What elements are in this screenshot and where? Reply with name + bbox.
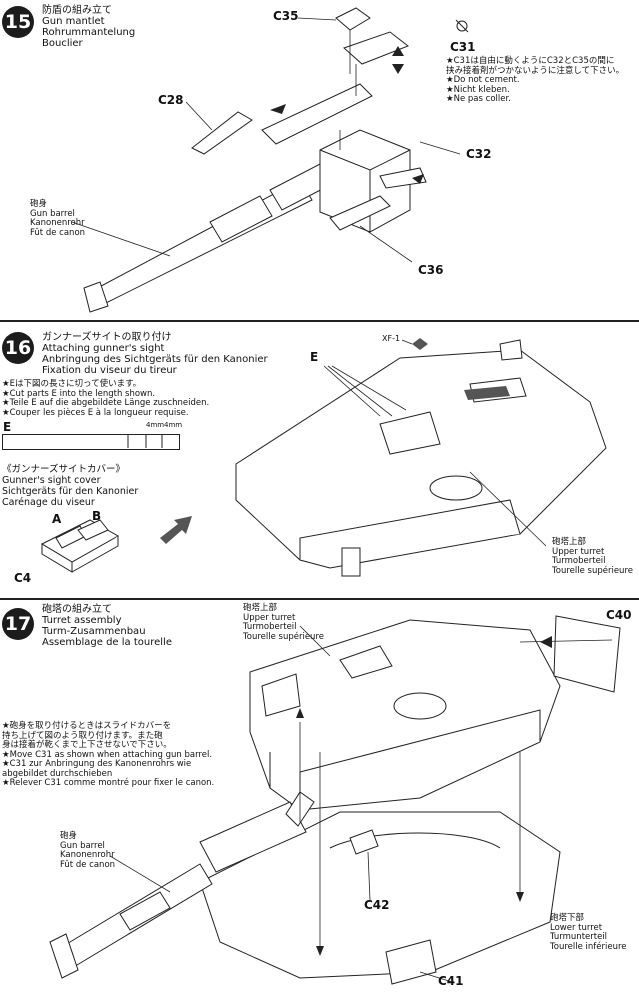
step-16-cover-title: 《ガンナーズサイトカバー》 Gunner's sight cover Sicht… [2,464,138,508]
step-15-number: 15 [2,6,34,38]
sight-part-e: E [310,350,319,364]
barrel-label-de: Kanonenrohr [30,218,85,228]
s17-upper-turret-en: Upper turret [243,612,296,623]
step-17-title-fr: Assemblage de la tourelle [42,637,172,648]
glue-note-jp-1: ★C31は自由に動くようにC32とC35の間に [446,56,615,66]
step-16-title: ガンナーズサイトの取り付け Attaching gunner's sight A… [42,332,268,376]
s17-note-fr: ★Relever C31 comme montré pour fixer le … [2,778,215,788]
part-label-c42: C42 [364,898,390,912]
s17-upper-turret-jp: 砲塔上部 [243,603,278,613]
lower-turret-fr: Tourelle inférieure [550,941,627,952]
cut-note-en: ★Cut parts E into the length shown. [2,388,156,399]
part-label-c32: C32 [466,147,492,161]
step-15-title: 防盾の組み立て Gun mantlet Rohrummantelung Bouc… [42,5,135,49]
step-16-title-jp: ガンナーズサイトの取り付け [42,332,172,343]
step-15-barrel-label: 砲身 Gun barrel Kanonenrohr Fût de canon [30,199,86,238]
step-16-illustration [40,338,607,577]
lower-turret-en: Lower turret [550,922,603,933]
glue-note-en: ★Do not cement. [446,75,520,85]
cover-title-jp: 《ガンナーズサイトカバー》 [2,464,126,475]
barrel-label-en: Gun barrel [30,208,75,219]
step-16: 16 ガンナーズサイトの取り付け Attaching gunner's sigh… [0,324,639,596]
step-16-upper-turret-label: 砲塔上部 Upper turret Turmoberteil Tourelle … [552,537,633,576]
s17-note-de-2: abgebildet durchschieben [2,768,113,779]
barrel-label-fr: Fût de canon [30,227,86,238]
lower-turret-jp: 砲塔下部 [550,913,585,923]
glue-note-jp-2: 挟み接着剤がつかないように注意して下さい。 [446,65,625,76]
s17-barrel-fr: Fût de canon [60,859,116,870]
step-15-title-en: Gun mantlet [42,16,105,27]
cover-part-c4: C4 [14,571,32,585]
upper-turret-en: Upper turret [552,546,605,557]
step-17-title-jp: 砲塔の組み立て [42,604,112,615]
step-16-title-en: Attaching gunner's sight [42,343,165,354]
s17-note-de-1: ★C31 zur Anbringung des Kanonenrohrs wie [2,759,192,769]
s17-note-jp-2: 持ち上げて図のよう取り付けます。また砲 [2,730,163,741]
cut-part-label-e: E [3,420,12,434]
s17-note-en: ★Move C31 as shown when attaching gun ba… [2,749,213,760]
divider-15-16 [0,320,639,322]
s17-note-jp-3: 身は接着が乾くまで上下させないで下さい。 [2,740,172,750]
part-label-c41: C41 [438,974,464,988]
s17-barrel-jp: 砲身 [60,831,78,841]
paint-xf1: XF-1 [382,334,401,343]
step-17-title-de: Turm-Zusammenbau [42,626,146,637]
upper-turret-fr: Tourelle supérieure [552,565,633,576]
upper-turret-de: Turmoberteil [552,556,606,566]
cover-title-fr: Carénage du viseur [2,497,95,508]
cut-length-1: 4mm [146,421,165,429]
cover-part-b: B [92,509,102,523]
step-16-number: 16 [2,332,34,364]
step-15-title-fr: Bouclier [42,38,83,49]
barrel-label-jp: 砲身 [30,199,48,209]
s17-upper-turret-fr: Tourelle supérieure [243,631,324,642]
divider-16-17 [0,598,639,600]
step-16-cut-notes: ★Eは下図の長さに切って使います。 ★Cut parts E into the … [2,379,210,418]
step-17-barrel-label: 砲身 Gun barrel Kanonenrohr Fût de canon [60,831,116,870]
step-15-title-jp: 防盾の組み立て [42,5,112,16]
cut-note-de: ★Teile E auf die abgebildete Länge zusch… [2,398,210,408]
step-17-title-en: Turret assembly [42,615,122,626]
step-17-upper-turret-label: 砲塔上部 Upper turret Turmoberteil Tourelle … [243,603,324,642]
cover-part-a: A [52,512,62,526]
lower-turret-de: Turmunterteil [550,932,608,942]
glue-note-de: ★Nicht kleben. [446,84,510,95]
upper-turret-jp: 砲塔上部 [552,537,587,547]
part-label-c40: C40 [606,608,632,622]
cut-note-fr: ★Couper les pièces E à la longueur requi… [2,407,189,418]
cut-note-jp: ★Eは下図の長さに切って使います。 [2,379,142,389]
cover-title-de: Sichtgeräts für den Kanonier [2,486,139,497]
part-label-c35: C35 [273,9,299,23]
step-17-lower-turret-label: 砲塔下部 Lower turret Turmunterteil Tourelle… [550,913,627,952]
step-17: 17 砲塔の組み立て Turret assembly Turm-Zusammen… [0,602,639,992]
cut-length-bar [2,434,180,450]
step-17-notes: ★砲身を取り付けるときはスライドカバーを 持ち上げて図のよう取り付けます。また砲… [2,721,215,789]
step-16-title-fr: Fixation du viseur du tireur [42,365,177,376]
step-15-title-de: Rohrummantelung [42,27,136,38]
s17-barrel-de: Kanonenrohr [60,850,115,860]
step-15: 15 防盾の組み立て Gun mantlet Rohrummantelung B… [0,0,639,318]
step-15-illustration [71,7,469,313]
step-17-illustration [49,615,621,985]
step-15-glue-note: ★C31は自由に動くようにC32とC35の間に 挟み接着剤がつかないように注意し… [446,56,625,105]
cut-length-2: 4mm [164,421,183,429]
part-label-c36: C36 [418,263,444,277]
glue-note-fr: ★Ne pas coller. [446,94,511,104]
s17-note-jp-1: ★砲身を取り付けるときはスライドカバーを [2,721,172,731]
part-label-c31: C31 [450,40,476,54]
step-17-number: 17 [2,608,34,640]
step-17-title: 砲塔の組み立て Turret assembly Turm-Zusammenbau… [42,604,172,648]
part-label-c28: C28 [158,93,184,107]
s17-barrel-en: Gun barrel [60,840,105,851]
s17-upper-turret-de: Turmoberteil [243,622,297,632]
cover-title-en: Gunner's sight cover [2,475,101,486]
step-16-title-de: Anbringung des Sichtgeräts für den Kanon… [42,354,268,365]
